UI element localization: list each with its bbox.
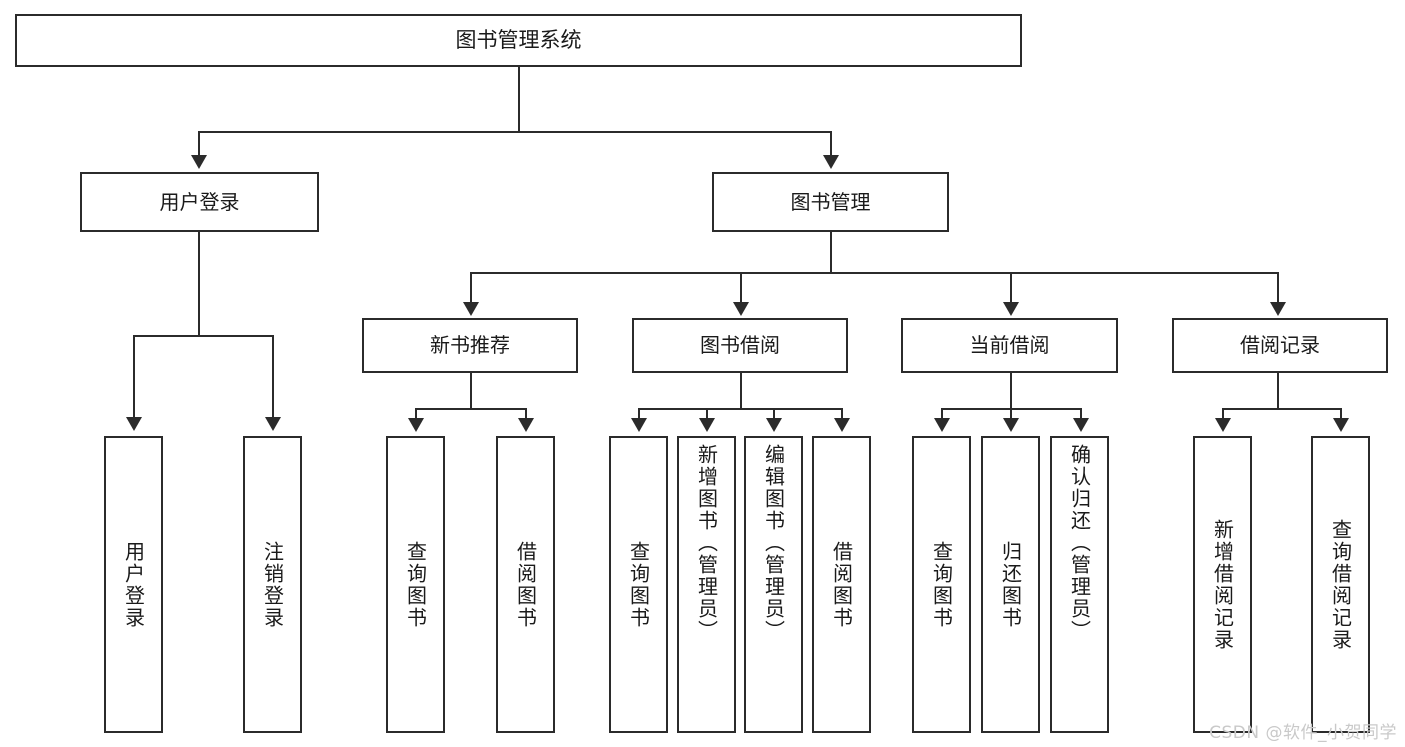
arrowhead-bb-leaf-4	[834, 418, 850, 432]
connector-br-stem	[1277, 373, 1279, 409]
connector-br-drop-1	[1222, 408, 1224, 420]
connector-bm-drop-3	[1010, 272, 1012, 304]
leaf-cb-query-book[interactable]: 查询图书	[912, 436, 971, 733]
arrowhead-cb-leaf-1	[934, 418, 950, 432]
leaf-bb-add-book-admin[interactable]: 新增图书（管理员）	[677, 436, 736, 733]
connector-nbr-drop-2	[525, 408, 527, 420]
connector-root-bus	[198, 131, 832, 133]
arrowhead-book-manage	[823, 155, 839, 169]
leaf-user-login-label: 用户登录	[121, 540, 146, 629]
leaf-cb-confirm-return-admin[interactable]: 确认归还（管理员）	[1050, 436, 1109, 733]
leaf-logout[interactable]: 注销登录	[243, 436, 302, 733]
leaf-nbr-borrow-book[interactable]: 借阅图书	[496, 436, 555, 733]
leaf-bb-borrow-book-label: 借阅图书	[829, 540, 854, 629]
connector-cb-drop-2	[1010, 408, 1012, 420]
connector-bb-bus	[638, 408, 841, 410]
connector-user-login-stem	[198, 232, 200, 336]
connector-bb-drop-2	[706, 408, 708, 420]
connector-book-manage-stem	[830, 232, 832, 273]
node-new-book-recommend[interactable]: 新书推荐	[362, 318, 578, 373]
connector-br-bus	[1222, 408, 1340, 410]
arrowhead-book-borrow	[733, 302, 749, 316]
connector-bm-drop-2	[740, 272, 742, 304]
connector-bb-drop-3	[773, 408, 775, 420]
node-book-borrow-label: 图书借阅	[700, 333, 780, 357]
arrowhead-user-login	[191, 155, 207, 169]
leaf-bb-borrow-book[interactable]: 借阅图书	[812, 436, 871, 733]
leaf-br-query-record-label: 查询借阅记录	[1328, 518, 1353, 651]
node-current-borrow-label: 当前借阅	[969, 333, 1050, 357]
leaf-br-add-record[interactable]: 新增借阅记录	[1193, 436, 1252, 733]
node-borrow-record[interactable]: 借阅记录	[1172, 318, 1388, 373]
connector-bb-drop-1	[638, 408, 640, 420]
leaf-nbr-borrow-book-label: 借阅图书	[513, 540, 538, 629]
arrowhead-bb-leaf-1	[631, 418, 647, 432]
connector-nbr-drop-1	[415, 408, 417, 420]
arrowhead-bb-leaf-2	[699, 418, 715, 432]
arrowhead-cb-leaf-2	[1003, 418, 1019, 432]
node-book-borrow[interactable]: 图书借阅	[632, 318, 848, 373]
leaf-br-add-record-label: 新增借阅记录	[1210, 518, 1235, 651]
arrowhead-current-borrow	[1003, 302, 1019, 316]
connector-cb-stem	[1010, 373, 1012, 409]
connector-bm-drop-4	[1277, 272, 1279, 304]
connector-nbr-bus	[415, 408, 525, 410]
node-book-manage[interactable]: 图书管理	[712, 172, 949, 232]
arrowhead-nbr-leaf-2	[518, 418, 534, 432]
connector-br-drop-2	[1340, 408, 1342, 420]
leaf-cb-return-book[interactable]: 归还图书	[981, 436, 1040, 733]
connector-cb-drop-1	[941, 408, 943, 420]
arrowhead-nbr-leaf-1	[408, 418, 424, 432]
arrowhead-leaf-user-login	[126, 417, 142, 431]
connector-bb-drop-4	[841, 408, 843, 420]
connector-bb-stem	[740, 373, 742, 409]
leaf-logout-label: 注销登录	[260, 540, 285, 629]
arrowhead-bb-leaf-3	[766, 418, 782, 432]
arrowhead-br-leaf-2	[1333, 418, 1349, 432]
leaf-bb-add-book-admin-label: 新增图书（管理员）	[694, 444, 719, 642]
node-user-login[interactable]: 用户登录	[80, 172, 319, 232]
arrowhead-leaf-logout	[265, 417, 281, 431]
connector-user-login-bus	[133, 335, 272, 337]
connector-user-login-drop-1	[133, 335, 135, 419]
arrowhead-new-book-recommend	[463, 302, 479, 316]
arrowhead-borrow-record	[1270, 302, 1286, 316]
leaf-bb-edit-book-admin-label: 编辑图书（管理员）	[761, 444, 786, 642]
leaf-nbr-query-book-label: 查询图书	[403, 540, 428, 629]
leaf-cb-confirm-return-admin-label: 确认归还（管理员）	[1067, 444, 1092, 642]
leaf-cb-return-book-label: 归还图书	[998, 540, 1023, 629]
node-user-login-label: 用户登录	[159, 189, 240, 214]
connector-root-drop-left	[198, 131, 200, 157]
node-borrow-record-label: 借阅记录	[1240, 333, 1320, 357]
connector-bm-drop-1	[470, 272, 472, 304]
node-book-manage-label: 图书管理	[790, 189, 871, 214]
leaf-bb-edit-book-admin[interactable]: 编辑图书（管理员）	[744, 436, 803, 733]
node-new-book-recommend-label: 新书推荐	[430, 333, 510, 357]
leaf-bb-query-book-label: 查询图书	[626, 540, 651, 629]
connector-user-login-drop-2	[272, 335, 274, 419]
connector-root-drop-right	[830, 131, 832, 157]
node-current-borrow[interactable]: 当前借阅	[901, 318, 1118, 373]
node-root-label: 图书管理系统	[455, 28, 582, 53]
connector-nbr-stem	[470, 373, 472, 409]
leaf-br-query-record[interactable]: 查询借阅记录	[1311, 436, 1370, 733]
leaf-bb-query-book[interactable]: 查询图书	[609, 436, 668, 733]
connector-cb-drop-3	[1080, 408, 1082, 420]
connector-book-manage-bus	[470, 272, 1277, 274]
leaf-user-login[interactable]: 用户登录	[104, 436, 163, 733]
leaf-cb-query-book-label: 查询图书	[929, 540, 954, 629]
arrowhead-cb-leaf-3	[1073, 418, 1089, 432]
node-root-system[interactable]: 图书管理系统	[15, 14, 1022, 67]
arrowhead-br-leaf-1	[1215, 418, 1231, 432]
connector-root-stem	[518, 67, 520, 132]
leaf-nbr-query-book[interactable]: 查询图书	[386, 436, 445, 733]
